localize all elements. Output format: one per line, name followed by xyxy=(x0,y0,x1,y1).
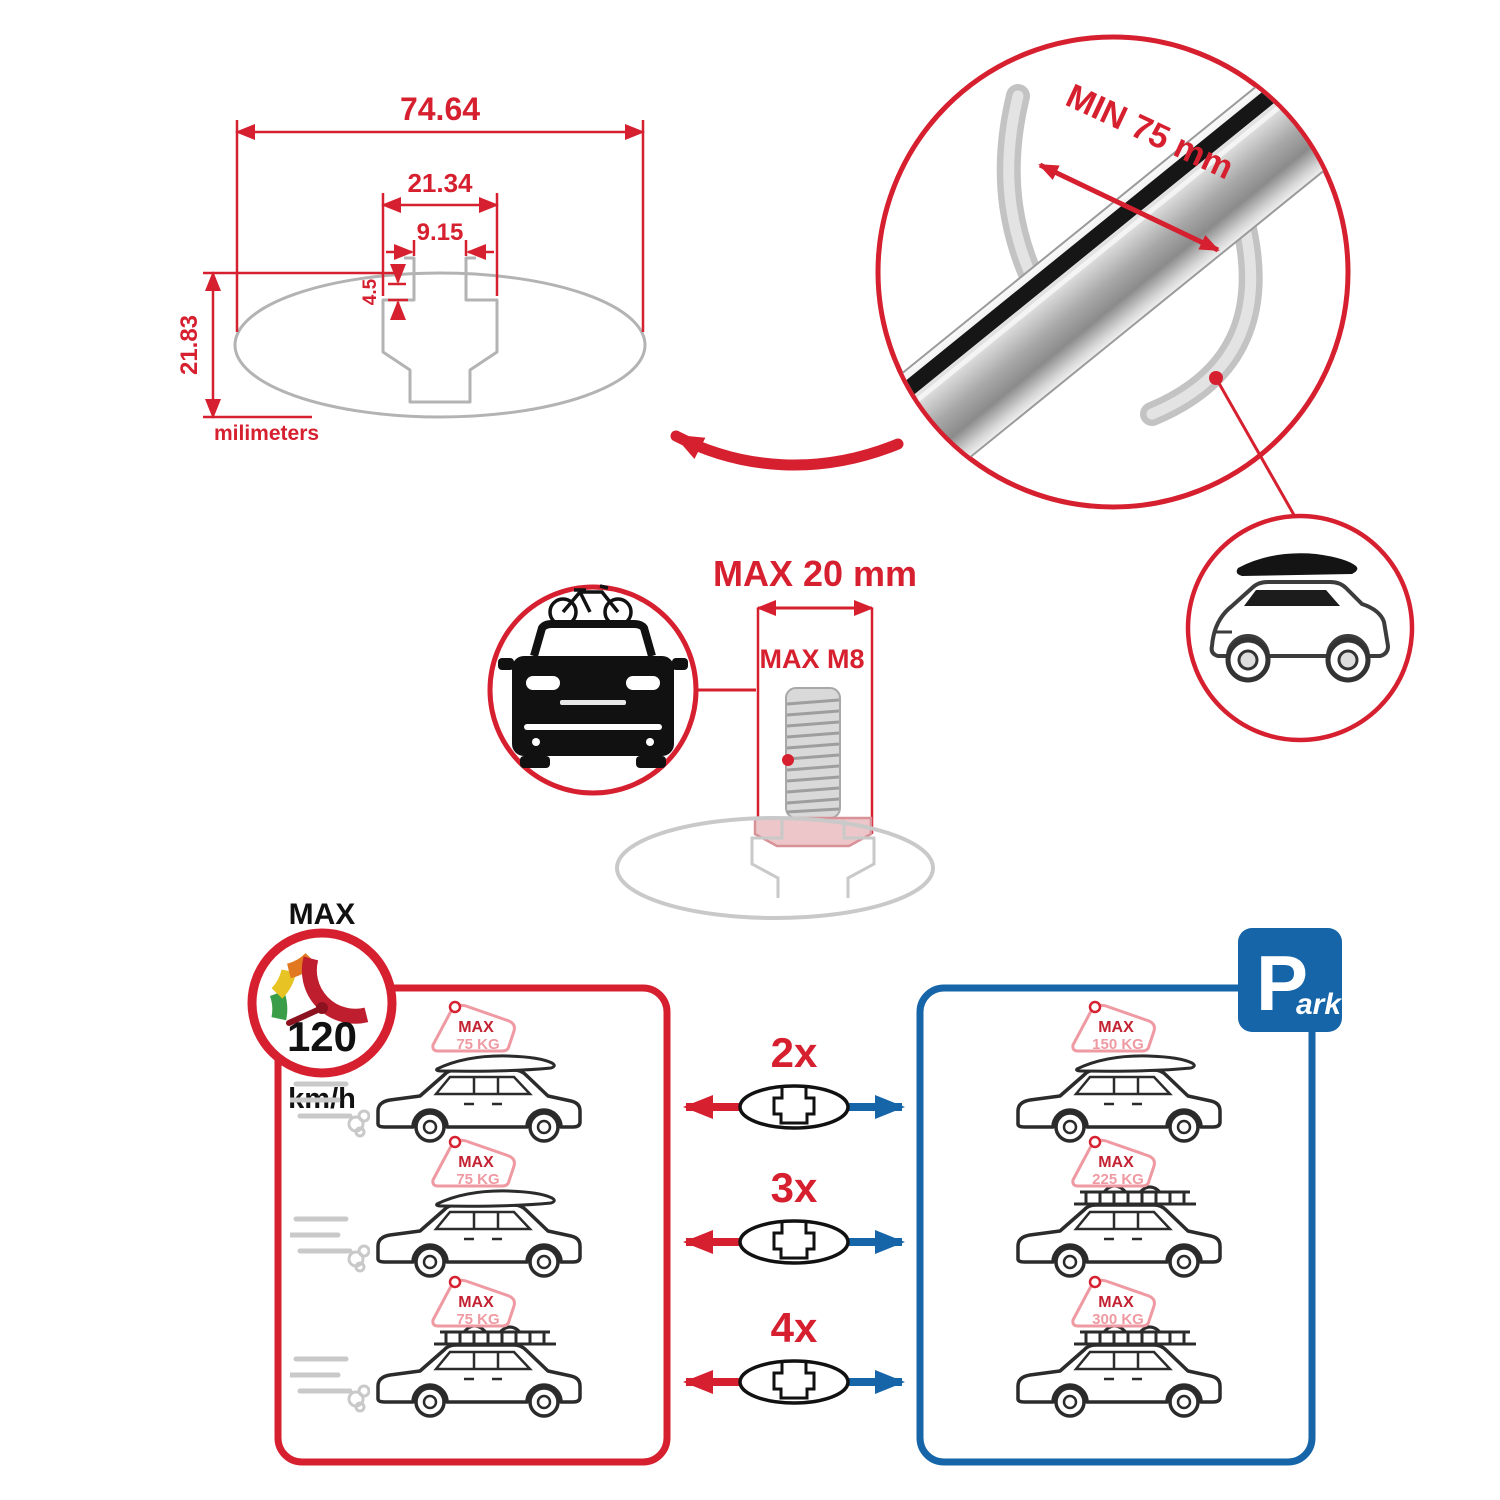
crossbar-oval-slot xyxy=(772,1086,816,1125)
load-sign-max: MAX xyxy=(458,1154,494,1171)
crossbar-oval-outline xyxy=(738,1219,850,1265)
load-sign-max: MAX xyxy=(458,1294,494,1311)
crossbar-oval-icon xyxy=(738,1359,850,1405)
bolt-diagram: MAX 20 mm MAX M8 xyxy=(615,553,935,920)
bolt-t-head xyxy=(753,816,873,848)
crossbar-oval-icon xyxy=(738,1084,850,1130)
car-front-wheel-left xyxy=(520,756,550,768)
crossbar-oval-slot xyxy=(772,1361,816,1400)
car-front-wheel-right xyxy=(636,756,666,768)
lip-depth-extension-lines xyxy=(388,282,408,302)
bar-end-cap-webs xyxy=(814,467,867,518)
bar-detail-circle: MIN 75 mm xyxy=(670,34,1351,523)
total-height-label: 21.83 xyxy=(176,315,203,375)
car-front-windshield-frame xyxy=(530,620,656,658)
bar-profile-ghost-slot xyxy=(750,820,876,898)
load-sign-max: MAX xyxy=(458,1019,494,1036)
bar-profile-ghost xyxy=(615,816,935,920)
total-height-extension-lines xyxy=(203,271,395,419)
slot-outer-width-extension-lines xyxy=(381,193,499,296)
lip-depth-label: 4.5 xyxy=(360,278,381,305)
gauge-needle-pivot xyxy=(316,1002,328,1014)
load-sign-value: 150 KG xyxy=(1092,1036,1144,1053)
car-front-fog-right xyxy=(646,738,654,746)
max-width-extension-lines xyxy=(756,608,874,834)
crossbar-oval-outline xyxy=(738,1359,850,1405)
suv-wheel-rear-hub xyxy=(1337,649,1359,671)
slot-outer-width-label: 21.34 xyxy=(407,168,473,198)
load-sign-value: 75 KG xyxy=(456,1311,499,1328)
roof-cargo-box-icon xyxy=(1236,553,1358,576)
car-front-circle xyxy=(487,584,756,796)
load-sign-value: 225 KG xyxy=(1092,1171,1144,1188)
suv-wheel-front-hub xyxy=(1237,649,1259,671)
car-roofbox-circle xyxy=(1185,513,1415,743)
detail-connector-line xyxy=(1214,377,1300,523)
quantity-rows: 2x 3x 4x xyxy=(683,1029,905,1405)
gauge-needle xyxy=(286,1005,325,1026)
suv-windows xyxy=(1244,590,1340,606)
parking-sign: P ark xyxy=(1238,928,1342,1032)
total-width-label: 74.64 xyxy=(400,91,480,127)
car-front-grille-line xyxy=(560,700,626,705)
bolt-threads xyxy=(786,698,840,814)
gauge-arc-green xyxy=(269,990,288,1021)
max-width-label: MAX 20 mm xyxy=(713,553,917,594)
quantity-label: 3x xyxy=(771,1164,818,1211)
car-front-mirror-right xyxy=(672,658,688,670)
parking-cars: MAX 150 KG MAX 225 KG MAX 300 KG xyxy=(1016,1000,1222,1418)
bike-frame xyxy=(561,584,620,614)
roof-rail-right-highlight xyxy=(1146,210,1257,420)
car-front-headlight-left xyxy=(526,676,560,690)
car-front-fog-left xyxy=(532,738,540,746)
bar-profile-slot xyxy=(381,256,499,404)
car-front-mirror-left xyxy=(498,658,514,670)
load-sign-max: MAX xyxy=(1098,1019,1134,1036)
gauge-value: 120 xyxy=(287,1013,357,1060)
crossbar-oval-icon xyxy=(738,1219,850,1265)
max-thread-label: MAX M8 xyxy=(759,644,864,674)
min-span-arrow xyxy=(1038,162,1220,253)
parking-sign-p: P xyxy=(1256,939,1308,1027)
car-front-headlight-right xyxy=(626,676,660,690)
zoom-arrow xyxy=(670,430,904,471)
parking-sign-plate xyxy=(1238,928,1342,1032)
crossbar-oval-slot xyxy=(772,1221,816,1260)
slot-inner-width-extension-lines xyxy=(412,240,468,256)
load-sign-value: 300 KG xyxy=(1092,1311,1144,1328)
gauge-arc-yellow xyxy=(271,969,297,999)
load-sign-max: MAX xyxy=(1098,1294,1134,1311)
quantity-label: 2x xyxy=(771,1029,818,1076)
gauge-max-label: MAX xyxy=(289,898,356,931)
load-sign-max: MAX xyxy=(1098,1154,1134,1171)
load-sign-value: 75 KG xyxy=(456,1171,499,1188)
crossbar-oval-outline xyxy=(738,1084,850,1130)
driving-cars: MAX 75 KG MAX 75 KG MAX 75 KG xyxy=(290,1000,582,1418)
total-width-extension-lines xyxy=(235,120,645,332)
quantity-label: 4x xyxy=(771,1304,818,1351)
dimension-diagram: 74.64 21.34 9.15 4.5 21.83 milimeters xyxy=(176,91,647,445)
slot-inner-width-label: 9.15 xyxy=(417,219,464,246)
load-sign-value: 75 KG xyxy=(456,1036,499,1053)
units-label: milimeters xyxy=(214,422,319,445)
bar-profile-outline xyxy=(233,271,647,419)
bolt-indicator-dot xyxy=(782,754,794,766)
car-front-bumper-line xyxy=(524,724,662,730)
detail-connector-dot xyxy=(1209,371,1223,385)
parking-sign-ark: ark xyxy=(1296,988,1342,1021)
